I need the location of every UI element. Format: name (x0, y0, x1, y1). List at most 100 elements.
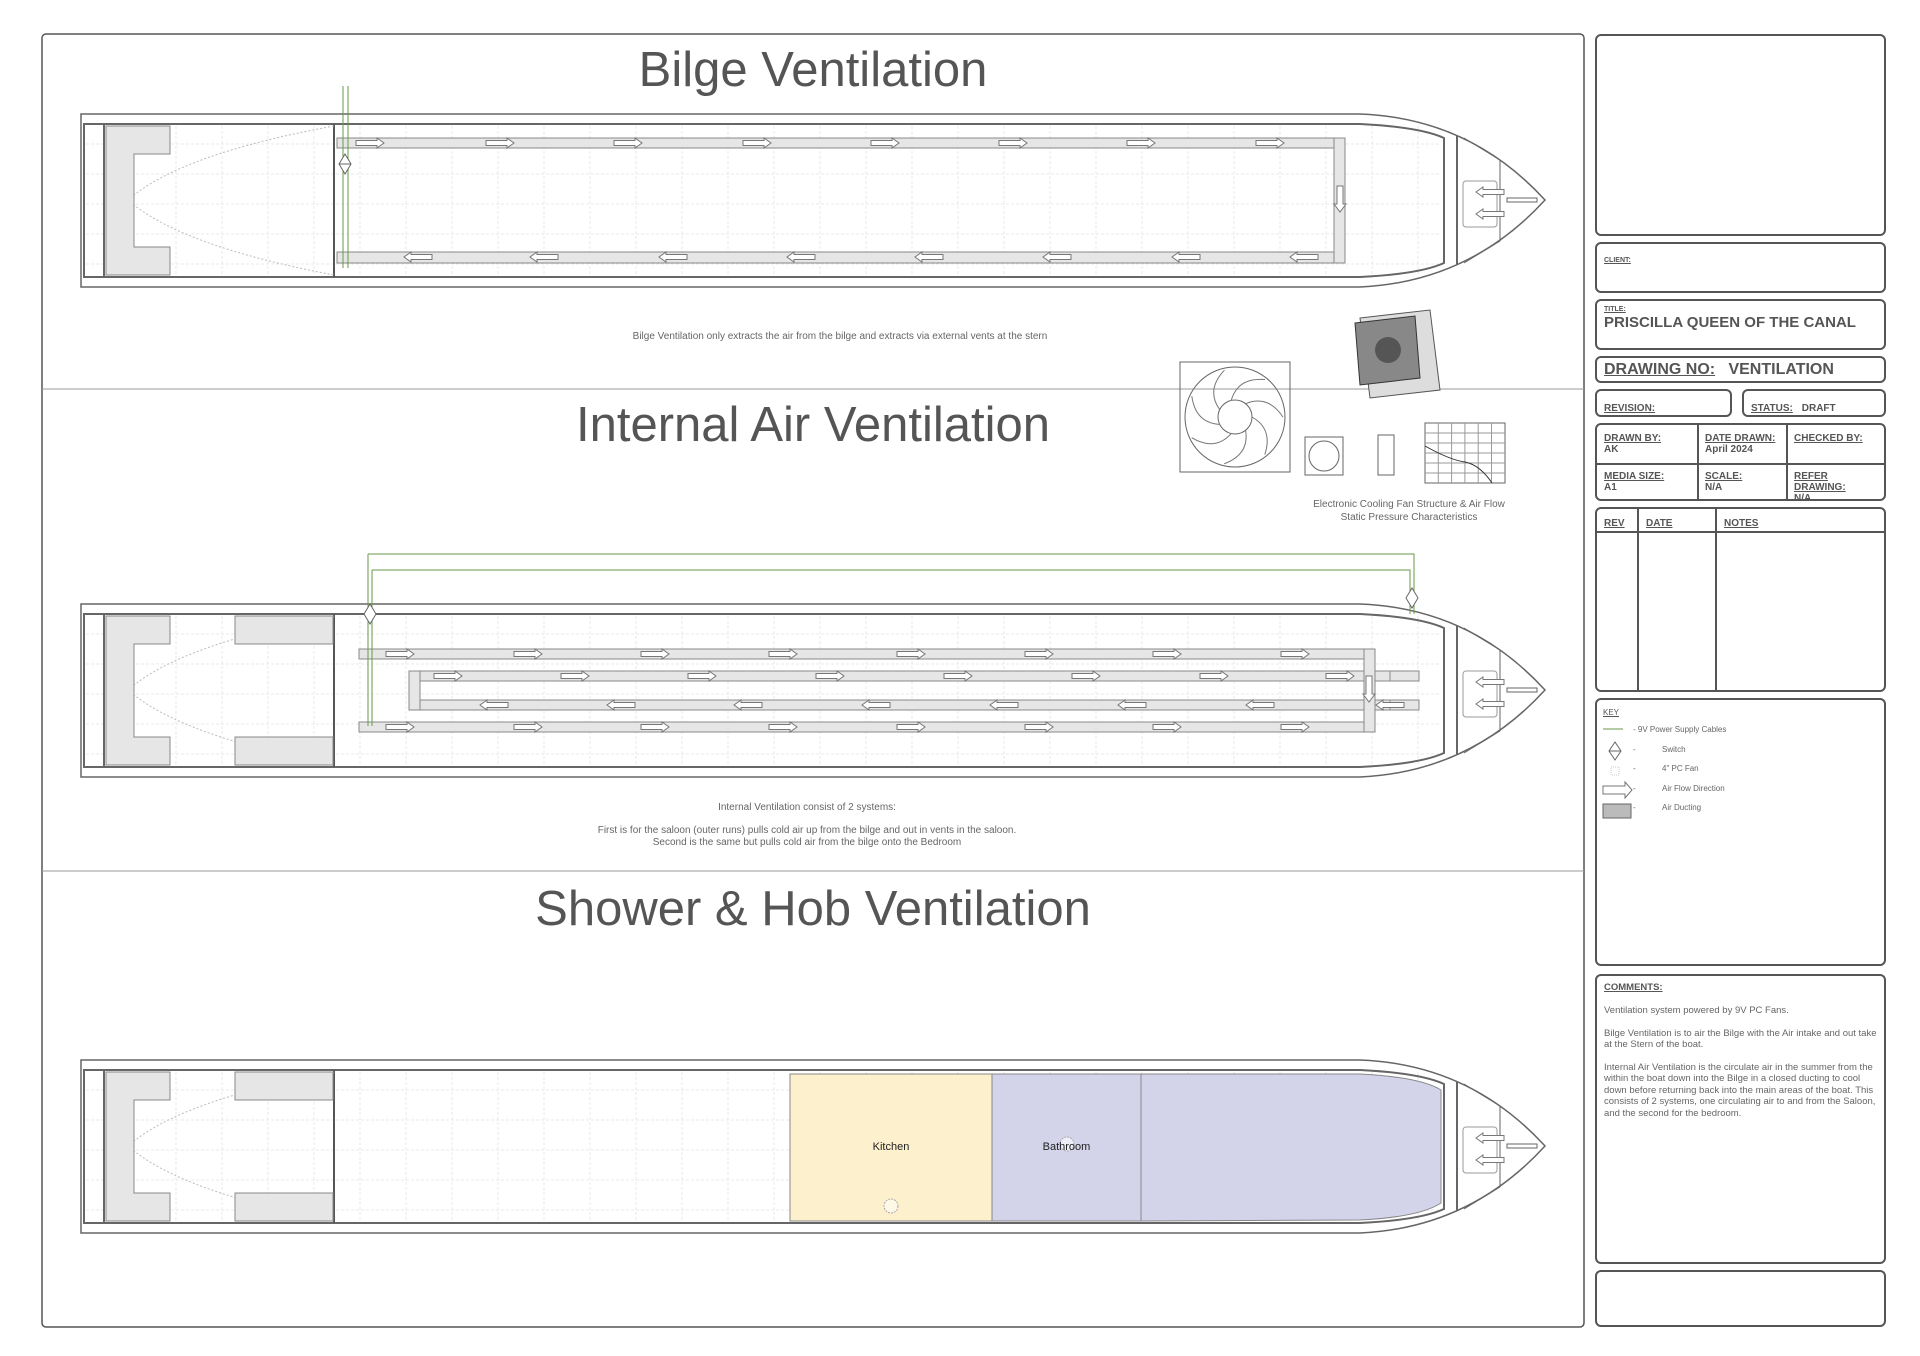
key-fan: 4" PC Fan (1662, 764, 1699, 773)
air-duct (358, 648, 1376, 660)
airflow-arrow-icon (1375, 699, 1405, 711)
airflow-arrow-icon (1042, 251, 1072, 263)
drawn-by-value: AK (1604, 444, 1619, 455)
room-kitchen: Kitchen (872, 1141, 910, 1153)
airflow-arrow-icon (896, 648, 926, 660)
status-box: STATUS: DRAFT (1742, 389, 1886, 417)
fan-side-view (1377, 434, 1395, 476)
bow-locker (1462, 670, 1498, 718)
bow-fitting (1506, 687, 1538, 693)
refer-drawing-label: REFER DRAWING: (1794, 471, 1846, 493)
bow-well (1463, 1083, 1501, 1210)
media-size-value: A1 (1604, 482, 1617, 493)
switch-icon (1608, 741, 1622, 761)
airflow-arrow-icon (1152, 721, 1182, 733)
fan-small-ring (1308, 440, 1340, 472)
cabin-outline (83, 613, 1445, 768)
airflow-arrow-icon (1255, 137, 1285, 149)
internal-caption-1: Internal Ventilation consist of 2 system… (718, 802, 896, 813)
key-cable: - 9V Power Supply Cables (1633, 725, 1727, 734)
internal-caption-3: Second is the same but pulls cold air fr… (652, 837, 962, 848)
airflow-arrow-icon (355, 137, 385, 149)
key-dash: - (1633, 745, 1636, 754)
airflow-arrow-icon (870, 137, 900, 149)
airflow-arrow-icon (815, 670, 845, 682)
title-value: PRISCILLA QUEEN OF THE CANAL (1604, 314, 1856, 331)
airflow-arrow-icon (606, 699, 636, 711)
drawing-no-value: VENTILATION (1728, 361, 1834, 378)
airflow-arrow-icon (403, 251, 433, 263)
airflow-arrow-icon (1333, 185, 1347, 213)
airflow-arrow-icon (998, 137, 1028, 149)
bilge-caption: Bilge Ventilation only extracts the air … (632, 331, 1048, 342)
date-drawn-value: April 2024 (1705, 444, 1753, 455)
airflow-arrow-icon (1602, 780, 1633, 800)
ducting-icon (1602, 803, 1632, 819)
air-duct (358, 721, 1376, 733)
switch-icon (363, 603, 377, 625)
key-dash: - (1633, 803, 1636, 812)
airflow-arrow-icon (1475, 698, 1505, 710)
airflow-arrow-icon (1280, 648, 1310, 660)
fan-caption-1: Electronic Cooling Fan Structure & Air F… (1313, 499, 1505, 510)
notes-header: NOTES (1724, 518, 1759, 529)
stern-locker (234, 1071, 334, 1101)
hull-outline (80, 113, 1547, 288)
comment-2: Bilge Ventilation is to air the Bilge wi… (1604, 1027, 1877, 1051)
airflow-arrow-icon (529, 251, 559, 263)
fan-blade (1224, 430, 1247, 465)
airflow-arrow-icon (485, 137, 515, 149)
fan-front-view (1179, 361, 1291, 473)
airflow-arrow-icon (768, 721, 798, 733)
key-ducting: Air Ducting (1662, 803, 1702, 812)
cabin-outline (83, 123, 1445, 278)
stern-seating (105, 1071, 171, 1222)
revision-box: REVISION: (1595, 389, 1732, 417)
kitchen-area (789, 1073, 993, 1222)
fan-blade (1213, 369, 1225, 410)
client-label: CLIENT: (1604, 257, 1631, 264)
fan-icon (1610, 766, 1620, 776)
internal-boat (80, 553, 1547, 778)
status-label: STATUS: (1751, 403, 1793, 414)
airflow-arrow-icon (1171, 251, 1201, 263)
fan-blade (1191, 433, 1232, 445)
bow-locker (1462, 1126, 1498, 1174)
key-title: KEY (1603, 708, 1620, 717)
rev-header: REV (1604, 518, 1625, 529)
switch-icon (1405, 587, 1419, 609)
bow-fitting (1506, 197, 1538, 203)
key-switch: Switch (1662, 745, 1686, 754)
airflow-arrow-icon (914, 251, 944, 263)
stern-locker (234, 1192, 334, 1222)
airflow-arrow-icon (513, 721, 543, 733)
airflow-arrow-icon (989, 699, 1019, 711)
airflow-arrow-icon (1245, 699, 1275, 711)
switch-icon (338, 153, 352, 175)
key-box: KEY - 9V Power Supply Cables - Switch - … (1595, 698, 1886, 966)
airflow-arrow-icon (1117, 699, 1147, 711)
fan-exploded-hub (1375, 337, 1401, 363)
airflow-arrow-icon (1475, 1154, 1505, 1166)
airflow-arrow-icon (640, 721, 670, 733)
status-value: DRAFT (1801, 403, 1836, 414)
airflow-arrow-icon (513, 648, 543, 660)
airflow-arrow-icon (1475, 676, 1505, 688)
air-duct (408, 670, 421, 711)
airflow-arrow-icon (687, 670, 717, 682)
internal-title: Internal Air Ventilation (576, 398, 1050, 452)
room-bathroom: Bathroom (1042, 1141, 1091, 1153)
bedroom-area (1140, 1073, 1442, 1222)
fan-blade (1251, 416, 1268, 455)
fan-blade (1191, 396, 1220, 425)
fan-diagram (1179, 309, 1506, 484)
fan-ring (1184, 366, 1286, 468)
title-label: TITLE: (1604, 306, 1626, 313)
fan-blade (1230, 378, 1266, 401)
drawn-by-label: DRAWN BY: (1604, 433, 1662, 444)
fan-caption-2: Static Pressure Characteristics (1340, 512, 1478, 523)
revision-table: REV DATE NOTES (1595, 507, 1886, 692)
power-cable (368, 553, 1415, 614)
